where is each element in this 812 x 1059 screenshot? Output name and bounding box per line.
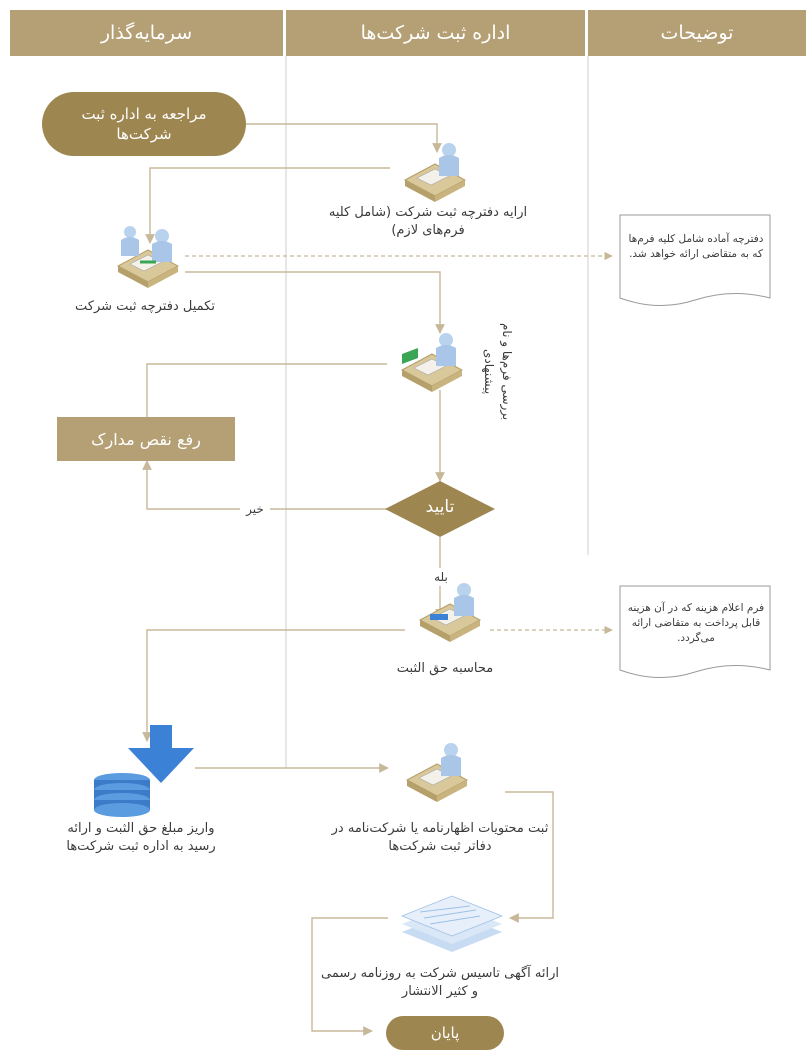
- desk-person-icon-complete: [117, 226, 179, 289]
- database-icon: [94, 773, 150, 817]
- note-fee-text: فرم اعلام هزینه که در آن هزینه قابل پردا…: [627, 602, 765, 644]
- review-forms-label: بررسی فرم‌ها و نام پیشنهادی: [482, 323, 514, 421]
- desk-person-icon-review: [401, 332, 463, 393]
- dashed-connectors: [185, 251, 613, 635]
- approve-label: تایید: [425, 497, 455, 517]
- approve-decision-diamond: [385, 481, 495, 537]
- provide-booklet-label: ارایه دفترچه ثبت شرکت (شامل کلیه فرم‌های…: [328, 205, 528, 238]
- desk-person-icon-register: [406, 742, 468, 803]
- download-arrow-icon: [128, 725, 194, 783]
- note-document-icon-1: [619, 214, 771, 307]
- start-node: مراجعه به اداره ثبت شرکت‌ها: [42, 92, 246, 156]
- desk-person-icon-calc: [419, 582, 481, 643]
- note-document-icon-2: [619, 585, 771, 679]
- yes-branch-label: بله: [426, 568, 456, 586]
- connectors: [142, 123, 554, 1036]
- end-node: پایان: [386, 1016, 504, 1050]
- documents-stack-icon: [400, 895, 504, 952]
- lane-header-registry: اداره ثبت شرکت‌ها: [286, 10, 585, 56]
- announce-label: ارائه آگهی تاسیس شرکت به روزنامه رسمی و …: [321, 966, 559, 999]
- calc-fee-label: محاسبه حق الثبت: [396, 661, 494, 676]
- lane-header-notes: توضیحات: [588, 10, 806, 56]
- no-branch-label: خیر: [240, 500, 270, 518]
- note-booklet-text: دفترچه آماده شامل کلیه فرم‌ها که به متقا…: [628, 233, 764, 260]
- lane-header-investor: سرمایه‌گذار: [10, 10, 283, 56]
- register-contents-label: ثبت محتویات اظهارنامه یا شرکت‌نامه در دف…: [331, 821, 549, 854]
- deposit-fee-label: واریز مبلغ حق الثبت و ارائه رسید به ادار…: [66, 821, 216, 854]
- fix-documents-box: رفع نقص مدارک: [57, 417, 235, 461]
- desk-person-icon-provide: [404, 142, 466, 203]
- complete-booklet-label: تکمیل دفترچه ثبت شرکت: [75, 299, 215, 314]
